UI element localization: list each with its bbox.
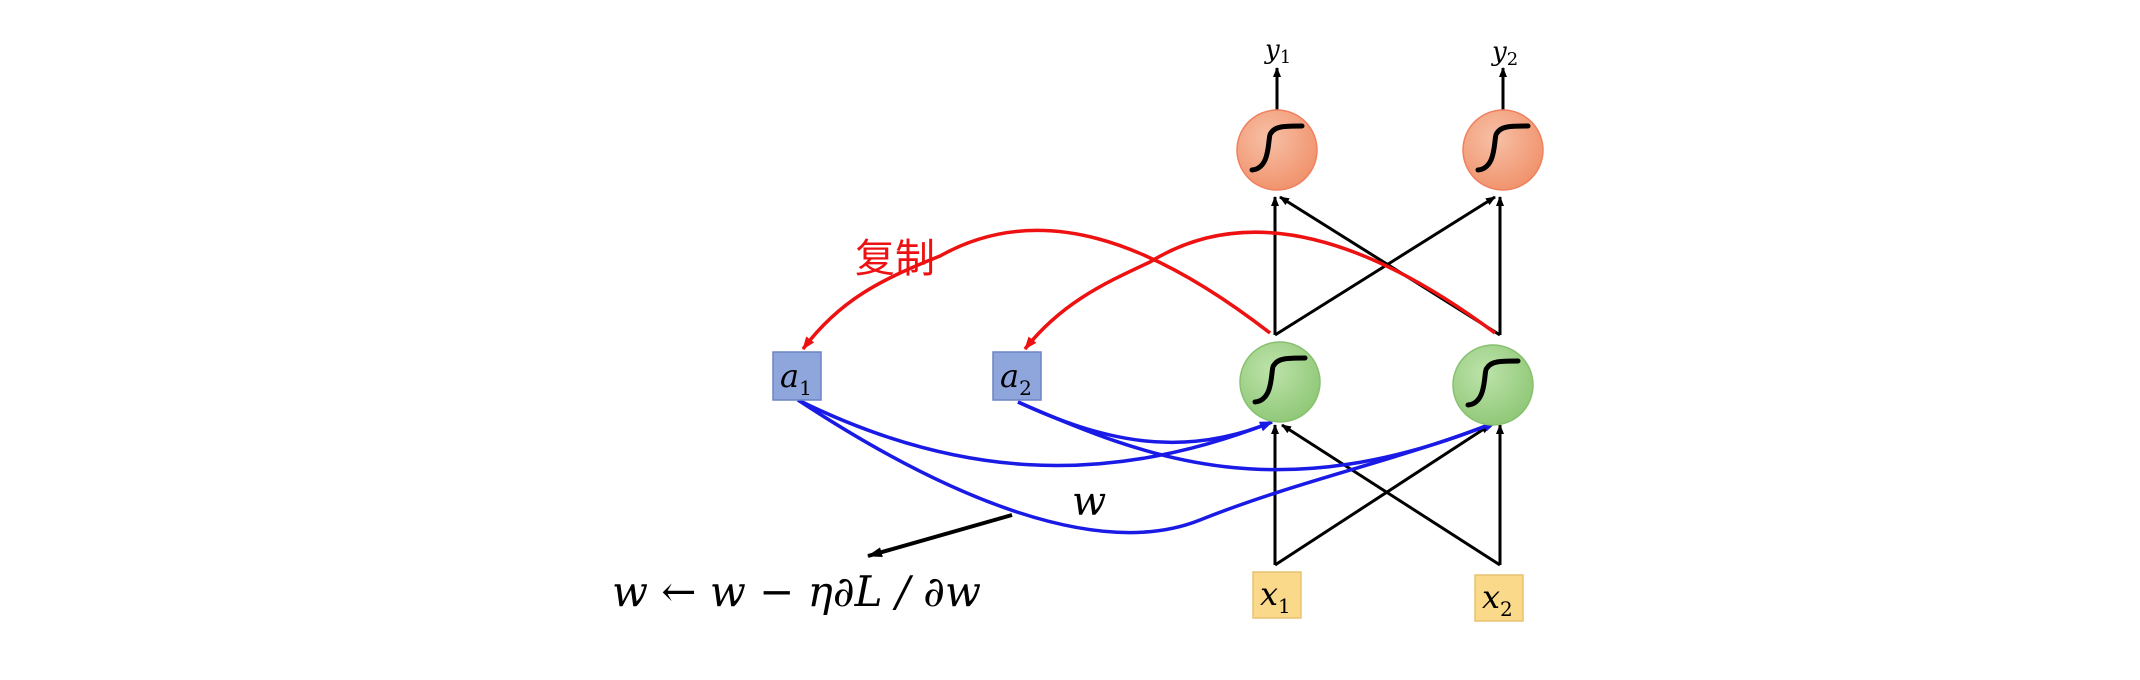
output-node-2 bbox=[1462, 109, 1544, 191]
svg-text:a2: a2 bbox=[1000, 357, 1032, 400]
input-unit-2: x2 bbox=[1474, 574, 1524, 622]
copy-arrows bbox=[801, 228, 1497, 351]
svg-text:x2: x2 bbox=[1482, 578, 1513, 621]
context-unit-2: a2 bbox=[992, 351, 1042, 401]
recurrent-arrow-a1-h2 bbox=[797, 398, 1497, 535]
connection-x1-h2 bbox=[1274, 423, 1491, 567]
update-rule: w ← w − η∂L / ∂w bbox=[612, 567, 981, 616]
copy-arrow-h2-a2 bbox=[1023, 230, 1497, 351]
sigmoid-icon bbox=[1252, 355, 1308, 405]
sigmoid-icon bbox=[1465, 358, 1521, 408]
copy-label: 复制 bbox=[855, 236, 935, 282]
input-unit-1: x1 bbox=[1252, 571, 1302, 619]
connection-x2-h1 bbox=[1281, 423, 1501, 567]
output-label-y2: y2 bbox=[1491, 37, 1518, 70]
svg-text:x1: x1 bbox=[1260, 575, 1291, 618]
recurrent-arrow-a1-h1 bbox=[797, 398, 1273, 468]
input-to-hidden-connections bbox=[1271, 423, 1504, 567]
copy-arrow-h1-a1 bbox=[801, 228, 1272, 351]
svg-text:a1: a1 bbox=[780, 357, 812, 400]
output-node-1 bbox=[1236, 109, 1318, 191]
sigmoid-icon bbox=[1475, 123, 1531, 173]
recurrent-arrow-a2-h1 bbox=[1017, 400, 1273, 445]
hidden-node-2 bbox=[1452, 344, 1534, 426]
sigmoid-icon bbox=[1249, 123, 1305, 173]
output-label-y1: y1 bbox=[1264, 35, 1291, 68]
context-unit-1: a1 bbox=[772, 351, 822, 401]
recurrent-arrow-a2-h2 bbox=[1017, 400, 1497, 472]
output-arrows bbox=[1273, 67, 1507, 110]
hidden-node-1 bbox=[1239, 341, 1321, 423]
weight-label: w bbox=[1072, 479, 1106, 525]
weight-update-arrow bbox=[867, 513, 1013, 558]
recurrent-arrows bbox=[797, 398, 1497, 535]
